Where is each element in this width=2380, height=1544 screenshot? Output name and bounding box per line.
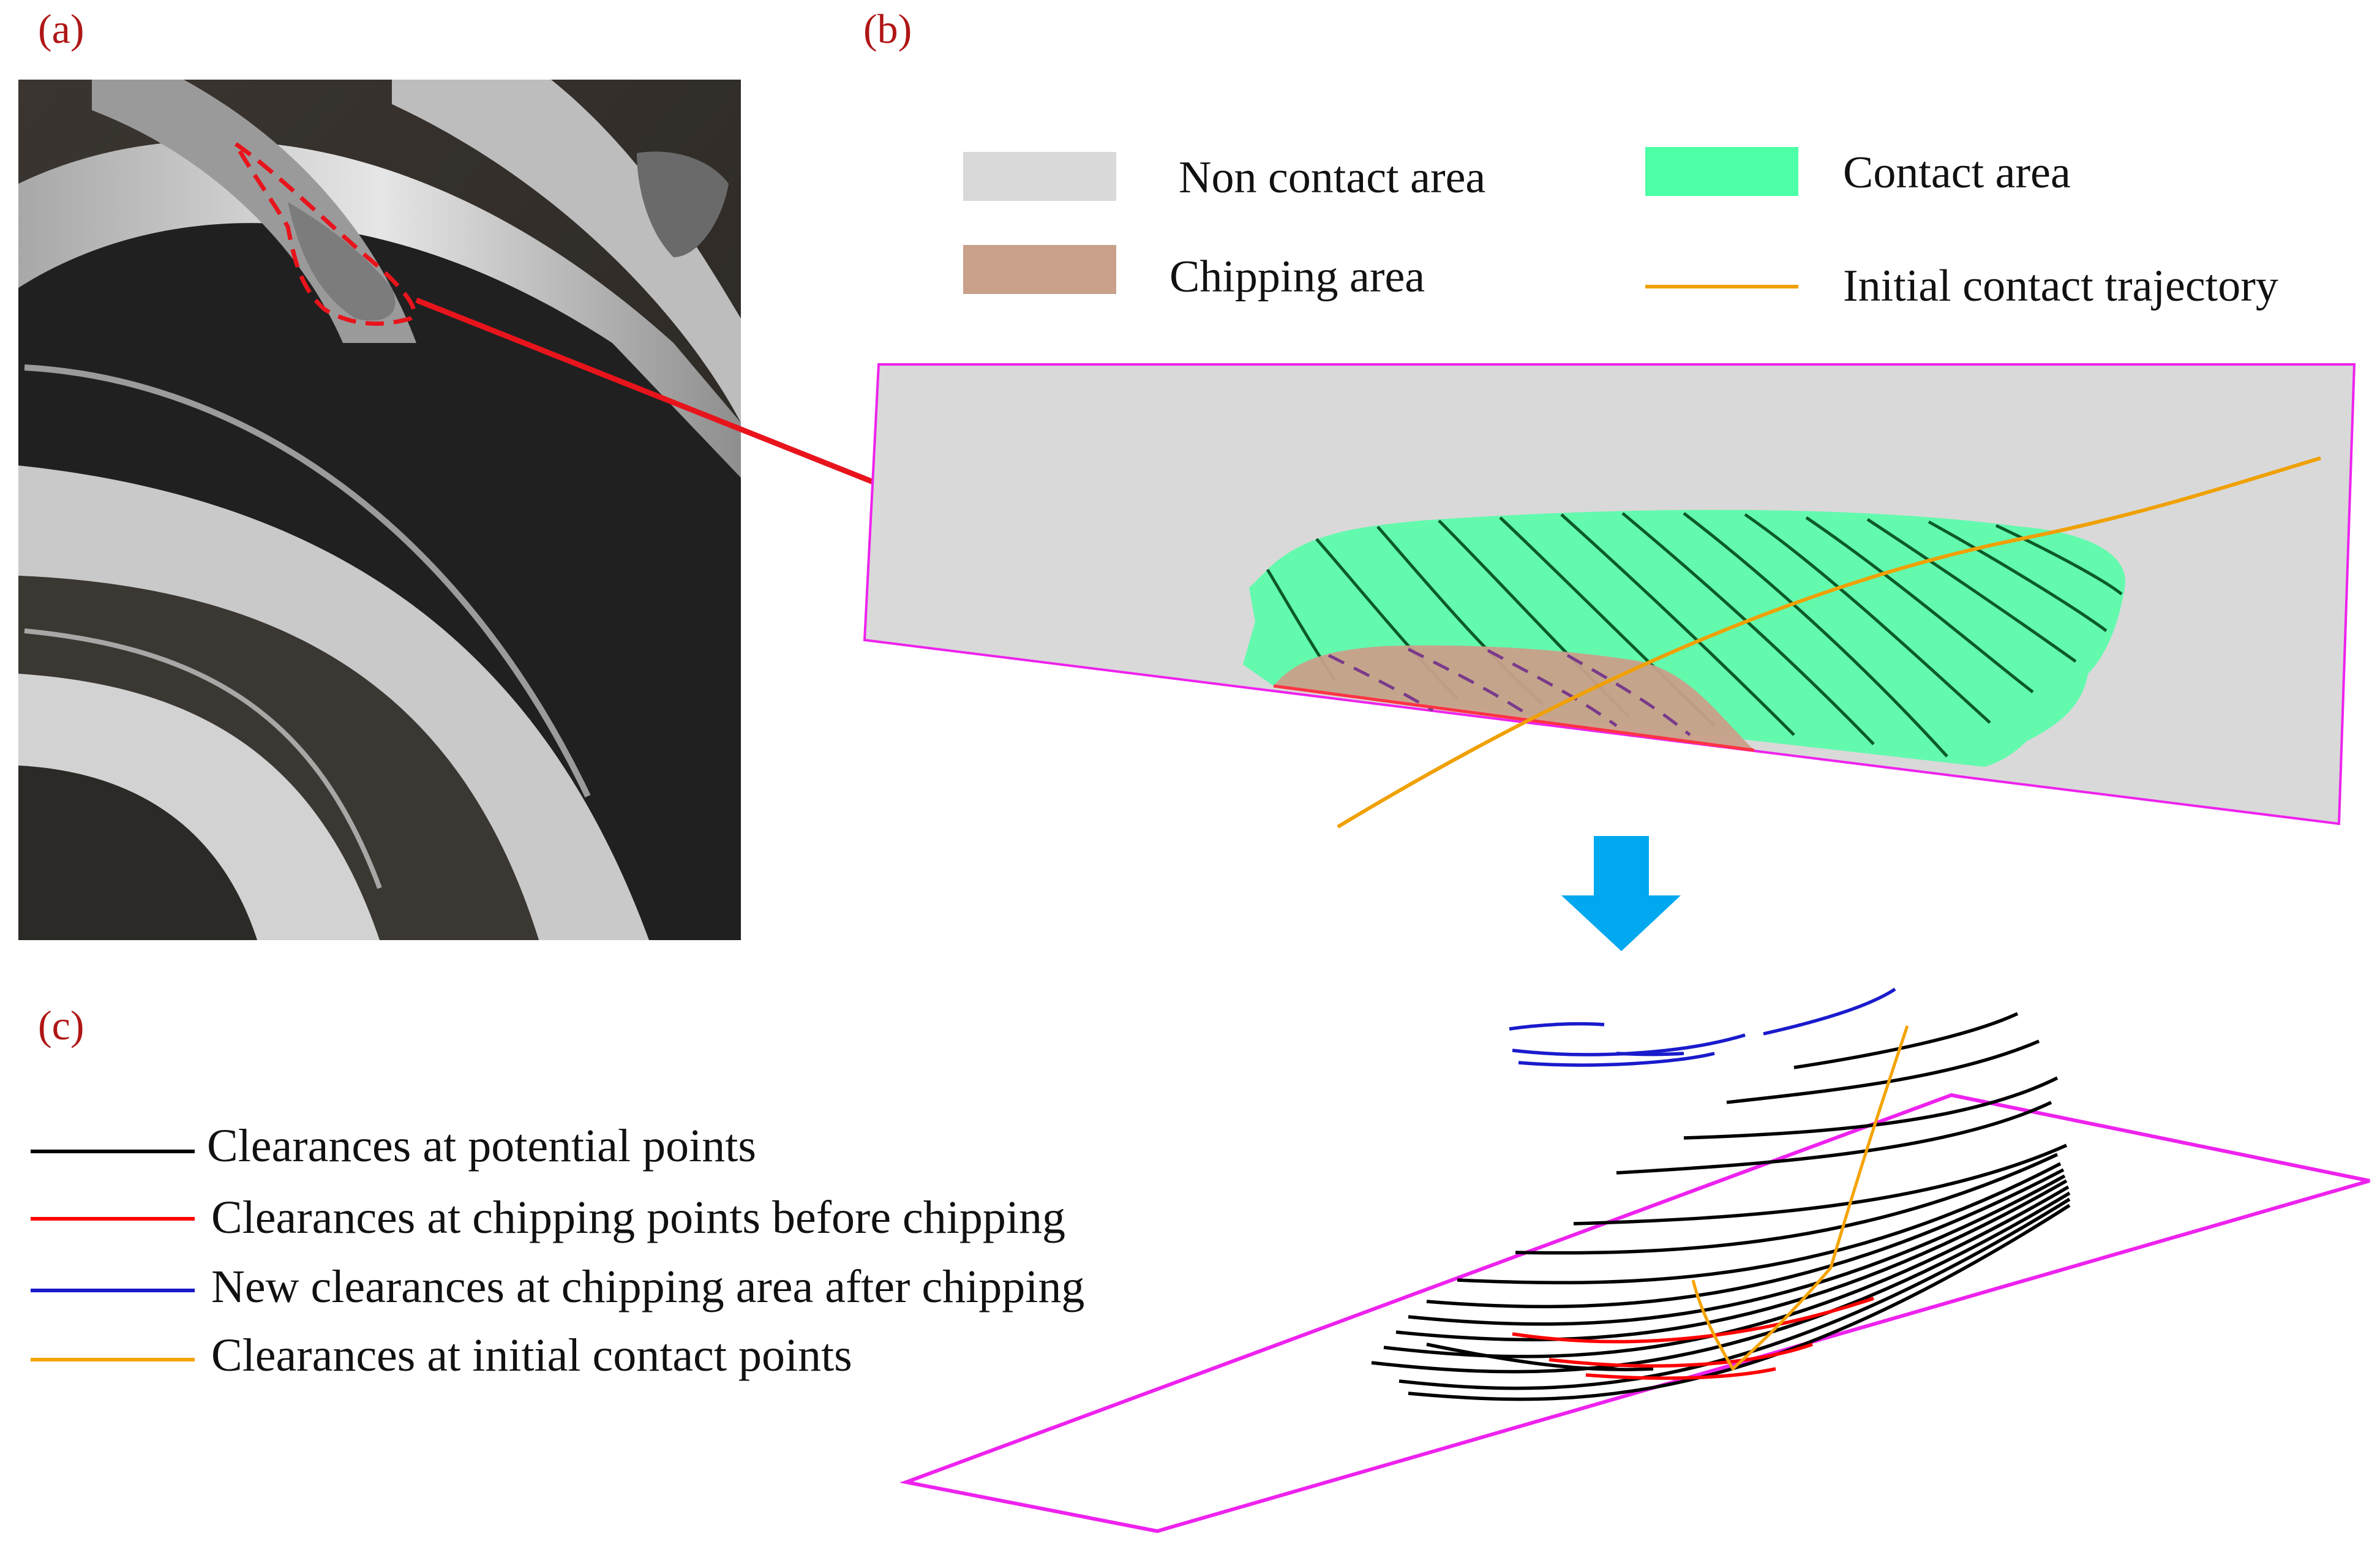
chipping-before-curves (1512, 1297, 1874, 1380)
legend-label-chipping: Chipping area (1169, 252, 1425, 302)
swatch-contact (1645, 147, 1798, 196)
legend-label-trajectory: Initial contact trajectory (1843, 261, 2278, 311)
legend-label-potential: Clearances at potential points (207, 1120, 756, 1172)
panel-label-b: (b) (863, 6, 912, 52)
panel-label-c: (c) (38, 1002, 84, 1049)
clearance-plane (899, 1093, 2370, 1534)
swatch-chipping (963, 245, 1116, 294)
initial-contact-trajectory (1337, 456, 2321, 829)
chipping-region (1274, 645, 1754, 750)
contact-pattern-diagram (863, 363, 2356, 829)
swatch-non-contact (963, 152, 1116, 201)
legend-label-initial: Clearances at initial contact points (211, 1330, 852, 1381)
down-arrow (1561, 836, 1681, 951)
legend-label-new-after: New clearances at chipping area after ch… (211, 1261, 1085, 1312)
chipping-outline-photo (233, 142, 416, 326)
chipping-edge (1273, 684, 1755, 752)
panel-label-a: (a) (38, 6, 84, 52)
clearance-diagram (899, 987, 2370, 1534)
potential-clearance-curves (1371, 1012, 2071, 1401)
gear-photo (18, 80, 741, 940)
initial-contact-curve (1691, 1025, 1909, 1371)
legend-label-contact: Contact area (1843, 148, 2071, 198)
chipping-dashes (1327, 647, 1691, 736)
legend-label-chipping-before: Clearances at chipping points before chi… (211, 1192, 1066, 1243)
legend-label-non-contact: Non contact area (1179, 153, 1486, 203)
new-clearance-curves (1509, 987, 1896, 1067)
